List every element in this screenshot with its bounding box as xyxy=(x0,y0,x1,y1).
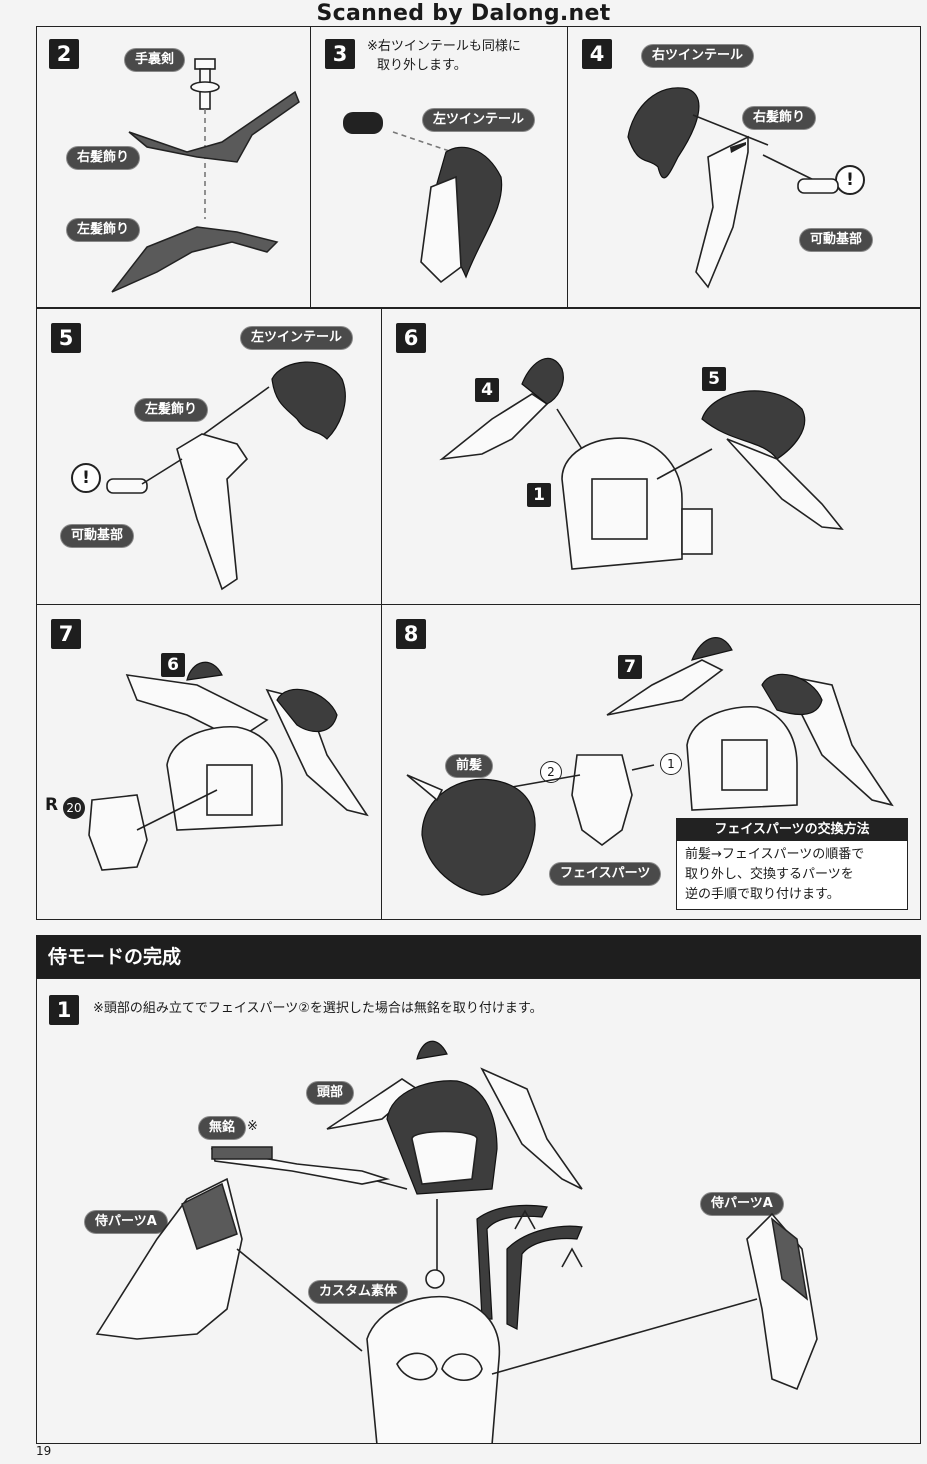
hair-ornament-assembly-drawing xyxy=(111,58,300,293)
panel-step-3: 3 ※右ツインテールも同様に 取り外します。 左ツインテール xyxy=(310,26,568,308)
panel-step-2: 2 手裏剣 右髪飾り 左髪飾り xyxy=(36,26,311,308)
note-line: 取り外します。 xyxy=(377,58,467,73)
label-left-twintail: 左ツインテール xyxy=(241,327,353,349)
label-left-hair-ornament: 左髪飾り xyxy=(135,399,208,421)
head-back-cover-drawing xyxy=(88,661,369,871)
panel-samurai-step-1: 1 ※頭部の組み立てでフェイスパーツ②を選択した場合は無銘を取り付けます。 頭部… xyxy=(36,978,921,1444)
info-line: 逆の手順で取り付けます。 xyxy=(685,887,840,902)
caution-icon: ! xyxy=(835,165,865,195)
label-movable-joint: 可動基部 xyxy=(800,229,873,251)
right-twintail-assembly-drawing xyxy=(627,87,839,289)
panel-step-8: 8 7 前髪 フェイスパーツ 2 1 フェイスパーツの交換方法 前髪→フェイスパ… xyxy=(381,604,921,920)
part-number-badge: 20 xyxy=(63,797,85,819)
page-number: 19 xyxy=(36,1444,52,1458)
part-letter: R xyxy=(45,795,59,815)
left-twintail-assembly-drawing xyxy=(106,361,346,591)
info-box-title: フェイスパーツの交換方法 xyxy=(677,819,907,841)
note-line: ※右ツインテールも同様に xyxy=(367,39,521,54)
face-exchange-drawing xyxy=(406,637,894,896)
label-right-twintail: 右ツインテール xyxy=(642,45,754,67)
ref-step-1: 1 xyxy=(527,483,551,507)
step-number: 8 xyxy=(396,619,426,649)
order-badge-first: 1 xyxy=(660,753,682,775)
panel-step-5: 5 左ツインテール 左髪飾り 可動基部 ! xyxy=(36,308,382,605)
label-custom-body: カスタム素体 xyxy=(309,1281,408,1303)
label-right-hair-ornament: 右髪飾り xyxy=(743,107,816,129)
twintail-removal-drawing xyxy=(343,112,503,284)
label-movable-joint: 可動基部 xyxy=(61,525,134,547)
scan-watermark: Scanned by Dalong.net xyxy=(316,1,611,26)
step-number: 1 xyxy=(49,995,79,1025)
label-head: 頭部 xyxy=(307,1082,354,1104)
step-note: ※右ツインテールも同様に 取り外します。 xyxy=(367,37,521,75)
label-samurai-part-a-left: 侍パーツA xyxy=(85,1211,167,1233)
ref-step-5: 5 xyxy=(702,367,726,391)
face-exchange-info-box: フェイスパーツの交換方法 前髪→フェイスパーツの順番で 取り外し、交換するパーツ… xyxy=(676,818,908,910)
ref-step-7: 7 xyxy=(618,655,642,679)
mumei-note-mark: ※ xyxy=(247,1119,258,1134)
panel-step-6: 6 4 5 1 xyxy=(381,308,921,605)
caution-icon: ! xyxy=(71,463,101,493)
label-samurai-part-a-right: 侍パーツA xyxy=(701,1193,783,1215)
label-bangs: 前髪 xyxy=(446,755,493,777)
panel-step-7: 7 6 R 20 xyxy=(36,604,382,920)
samurai-mode-assembly-drawing xyxy=(95,1040,818,1443)
step-number: 6 xyxy=(396,323,426,353)
panel-step-4: 4 右ツインテール 右髪飾り 可動基部 ! xyxy=(567,26,921,308)
label-right-hair-ornament: 右髪飾り xyxy=(67,147,140,169)
label-shuriken: 手裏剣 xyxy=(125,49,185,71)
info-box-body: 前髪→フェイスパーツの順番で 取り外し、交換するパーツを 逆の手順で取り付けます… xyxy=(677,841,907,909)
info-line: 前髪→フェイスパーツの順番で xyxy=(685,847,865,862)
head-twintail-attach-drawing xyxy=(439,357,844,570)
label-left-twintail: 左ツインテール xyxy=(423,109,535,131)
section-title-bar: 侍モードの完成 xyxy=(36,935,921,979)
step-number: 5 xyxy=(51,323,81,353)
ref-step-4: 4 xyxy=(475,378,499,402)
label-face-parts: フェイスパーツ xyxy=(550,863,661,885)
label-mumei: 無銘 xyxy=(199,1117,246,1139)
info-line: 取り外し、交換するパーツを xyxy=(685,867,854,882)
step-number: 7 xyxy=(51,619,81,649)
order-badge-second: 2 xyxy=(540,761,562,783)
step-number: 2 xyxy=(49,39,79,69)
step-note: ※頭部の組み立てでフェイスパーツ②を選択した場合は無銘を取り付けます。 xyxy=(93,1001,543,1016)
ref-step-6: 6 xyxy=(161,653,185,677)
step-number: 3 xyxy=(325,39,355,69)
label-left-hair-ornament: 左髪飾り xyxy=(67,219,140,241)
step-number: 4 xyxy=(582,39,612,69)
